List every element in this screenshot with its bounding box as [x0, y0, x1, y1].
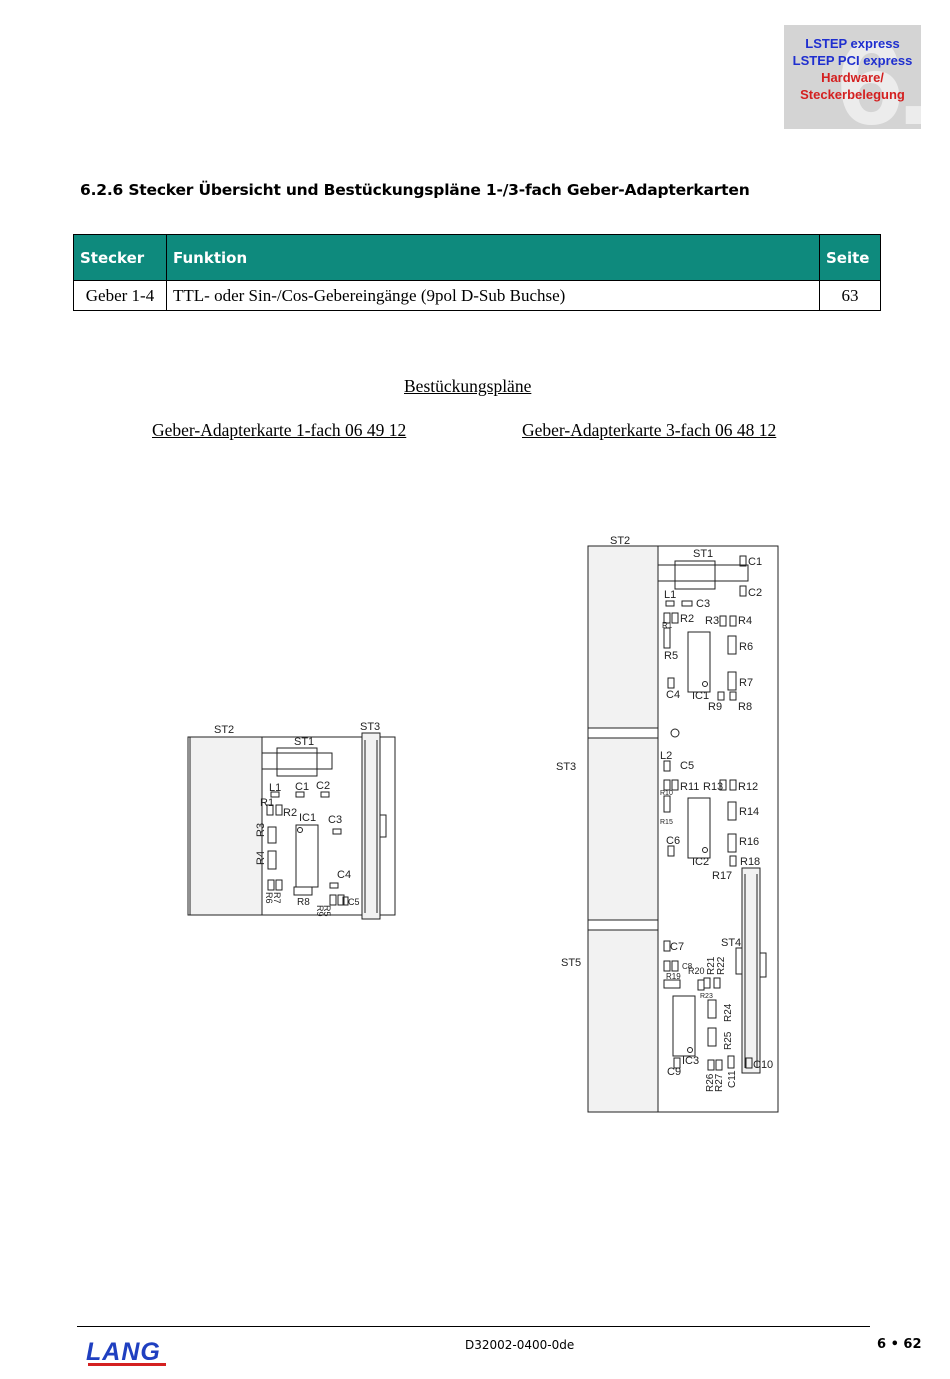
board1-r4-label: R4 — [255, 851, 267, 865]
board1-r8-label: R8 — [297, 897, 310, 908]
board3-r21-label: R21 — [706, 956, 717, 975]
board3-ic1-label: IC1 — [692, 690, 709, 702]
board3-c1-label: C1 — [748, 556, 762, 568]
board3-r14-label: R14 — [739, 806, 759, 818]
board3-r23-label: R23 — [700, 993, 713, 1000]
board1-outline — [187, 732, 396, 920]
board3-components — [663, 555, 753, 1071]
board3-r8-label: R8 — [738, 701, 752, 713]
lang-logo: LANG — [86, 1338, 161, 1366]
table-cell-stecker: Geber 1-4 — [73, 280, 167, 311]
board3-r6-label: R6 — [739, 641, 753, 653]
board1-r1-label: R1 — [260, 797, 274, 809]
board3-r22-label: R22 — [716, 956, 727, 975]
board3-c7-label: C7 — [670, 941, 684, 953]
board3-r12-label: R12 — [738, 781, 758, 793]
board3-c3-label: C3 — [696, 598, 710, 610]
board3-r11-label: R11 — [680, 781, 699, 793]
lang-logo-underline — [88, 1363, 166, 1366]
board1-c1-label: C1 — [295, 781, 309, 793]
board3-c11-label: C11 — [727, 1070, 738, 1088]
board3-ic2-label: IC2 — [692, 856, 709, 868]
board3-r4-label: R4 — [738, 615, 752, 627]
board1-r2-label: R2 — [283, 807, 297, 819]
badge-line-product: LSTEP express — [805, 36, 900, 51]
board3-st2-label: ST2 — [610, 535, 630, 547]
board1-r7-label: R7 — [272, 892, 282, 904]
board3-r10-label: R10 — [660, 790, 673, 797]
board1-ic1-label: IC1 — [299, 812, 316, 824]
board3-r5-label: R5 — [664, 650, 678, 662]
board3-c4-label: C4 — [666, 689, 680, 701]
board3-l1-label: L1 — [664, 589, 676, 601]
board3-outline — [587, 545, 779, 1113]
board3-r15-label: R15 — [660, 819, 673, 826]
table-header-funktion: Funktion — [166, 234, 820, 281]
footer-rule — [77, 1326, 870, 1327]
board3-c6-label: C6 — [666, 835, 680, 847]
board1-c4-label: C4 — [337, 869, 351, 881]
board1-r5-label: R5 — [322, 905, 332, 917]
board1-r3-label: R3 — [255, 823, 267, 837]
table-header-seite: Seite — [819, 234, 881, 281]
right-board-caption: Geber-Adapterkarte 3-fach 06 48 12 — [522, 420, 777, 440]
board3-r26-label: R26 — [705, 1073, 716, 1092]
board3-c2-label: C2 — [748, 587, 762, 599]
board3-r9-label: R9 — [708, 701, 722, 713]
chapter-number: 6. — [836, 25, 921, 129]
board3-st5-label: ST5 — [561, 957, 581, 969]
board3-r17-label: R17 — [712, 870, 732, 882]
table-cell-seite: 63 — [819, 280, 881, 311]
board1-r6-label: R6 — [264, 892, 274, 904]
page-number: 6 • 62 — [877, 1337, 922, 1352]
board1-r9-label: R9 — [315, 905, 325, 917]
board1-c5-label: C5 — [348, 897, 360, 907]
board3-st1-label: ST1 — [693, 548, 713, 560]
board1-c3-label: C3 — [328, 814, 342, 826]
board1-st1-label: ST1 — [294, 736, 314, 748]
board3-r7-label: R7 — [739, 677, 753, 689]
board3-st3-label: ST3 — [556, 761, 576, 773]
left-board-caption: Geber-Adapterkarte 1-fach 06 49 12 — [152, 420, 407, 440]
board3-st4-label: ST4 — [721, 937, 741, 949]
table-cell-funktion: TTL- oder Sin-/Cos-Gebereingänge (9pol D… — [166, 280, 820, 311]
board3-c8-label: C8 — [682, 962, 693, 971]
board3-r16-label: R16 — [739, 836, 759, 848]
connector-table: Stecker Funktion Seite Geber 1-4 TTL- od… — [73, 234, 881, 311]
board3-c10-label: C10 — [753, 1059, 773, 1071]
board1-st2-label: ST2 — [214, 724, 234, 736]
board1-l1-label: L1 — [269, 782, 281, 794]
board3-r13-label: R13 — [703, 781, 723, 793]
table-header-stecker: Stecker — [73, 234, 167, 281]
table-header-row: Stecker Funktion Seite — [73, 234, 881, 281]
board1-components — [266, 791, 349, 906]
document-id: D32002-0400-0de — [465, 1338, 575, 1352]
board3-r27-label: R27 — [714, 1073, 725, 1092]
board3-r18-label: R18 — [740, 856, 760, 868]
table-row: Geber 1-4 TTL- oder Sin-/Cos-Gebereingän… — [73, 280, 881, 311]
board-3fach-diagram: ST2 ST1 C1 C2 L1 C3 R1 R2 R3 R4 R5 R6 R7… — [556, 535, 779, 1113]
section-title: 6.2.6 Stecker Übersicht und Bestückungsp… — [80, 181, 750, 199]
board3-c5-label: C5 — [680, 760, 694, 772]
badge-line-product-pci: LSTEP PCI express — [792, 53, 913, 68]
board3-r19-label: R19 — [666, 972, 681, 981]
plans-title: Bestückungspläne — [404, 376, 532, 396]
badge-line-steckerbelegung: Steckerbelegung — [800, 87, 905, 102]
board3-r1-label: R1 — [662, 621, 673, 630]
board3-l2-label: L2 — [660, 750, 672, 762]
board3-r20-label: R20 — [688, 966, 705, 976]
board3-r3-label: R3 — [705, 615, 719, 627]
badge-line-hardware: Hardware/ — [821, 70, 884, 85]
board3-r2-label: R2 — [680, 613, 694, 625]
board3-c9-label: C9 — [667, 1066, 681, 1078]
board1-st3-label: ST3 — [360, 721, 380, 733]
board1-c2-label: C2 — [316, 780, 330, 792]
board3-r24-label: R24 — [723, 1003, 734, 1022]
board3-ic3-label: IC3 — [682, 1055, 699, 1067]
board3-r25-label: R25 — [723, 1031, 734, 1050]
chapter-badge: 6. LSTEP express LSTEP PCI express Hardw… — [784, 25, 921, 129]
board-1fach-diagram: ST2 ST1 ST3 L1 C1 C2 R1 R2 IC1 C3 R3 R4 … — [187, 721, 396, 920]
